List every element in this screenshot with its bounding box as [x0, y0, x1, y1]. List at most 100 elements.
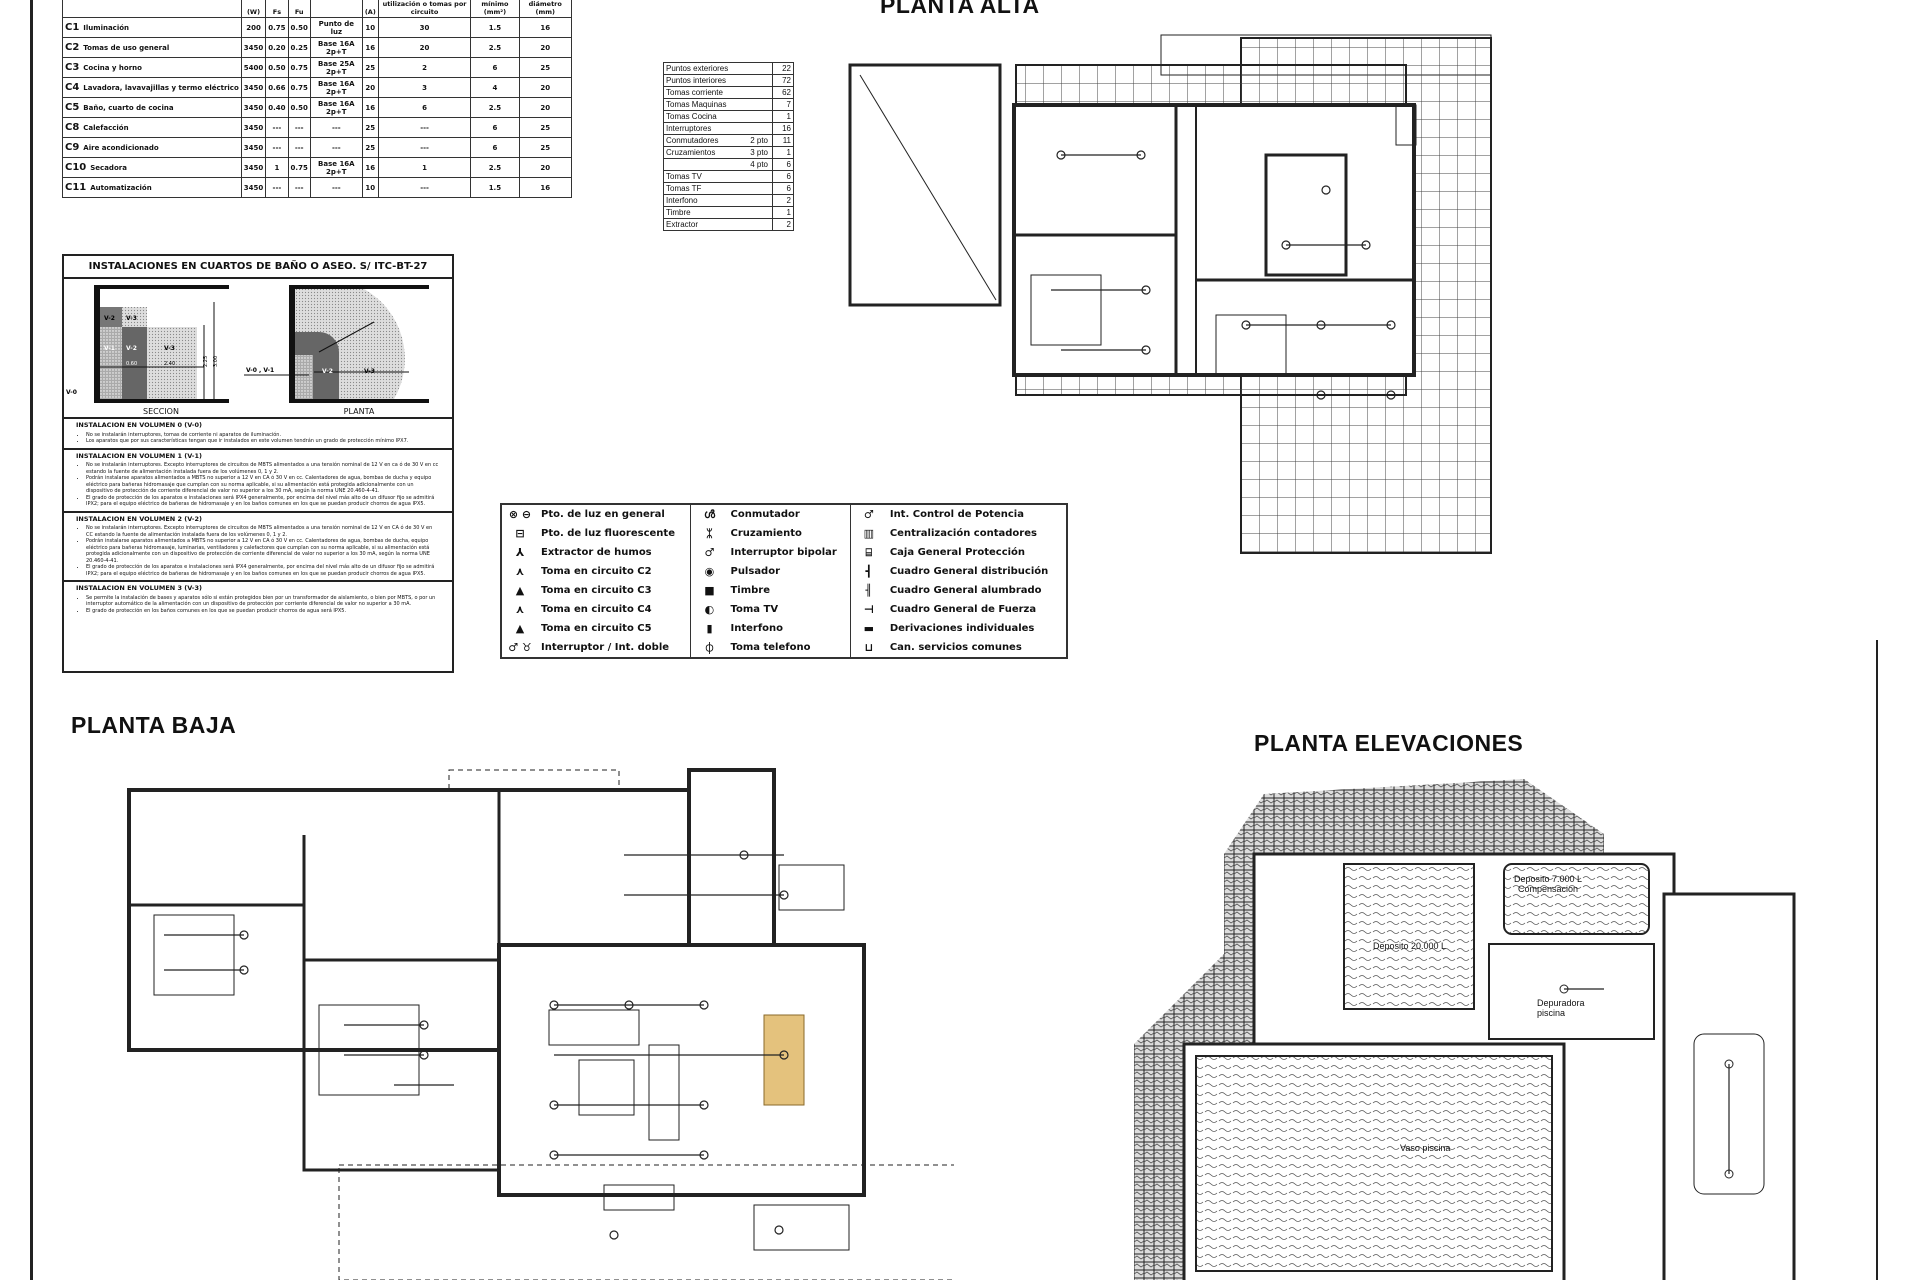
legend-label: Toma en circuito C2 — [538, 562, 692, 581]
dim-label: 3.00 — [213, 356, 219, 367]
cell-fu: --- — [287, 137, 311, 158]
legend-symbol-icon: ♂ — [863, 508, 874, 521]
legend-symbol-icon: ♂ — [704, 546, 715, 559]
cell-fu: 0.75 — [287, 77, 311, 98]
count-label: Tomas TF — [666, 184, 702, 193]
legend-label: Cuadro General de Fuerza — [886, 600, 1068, 619]
volume-rules: Se permite la instalación de bases y apa… — [76, 595, 440, 615]
column-header — [309, 0, 363, 18]
circuit-code: C5 — [65, 102, 80, 113]
cell-dia: 25 — [518, 137, 572, 158]
count-label: Extractor — [666, 220, 699, 229]
legend-symbol-icon: ⊔ — [864, 641, 874, 654]
legend-symbol-icon: ▮ — [706, 622, 713, 635]
circuit-code: C10 — [65, 162, 87, 173]
volume-rule: Los aparatos que por sus características… — [86, 438, 440, 445]
planta-baja-drawing — [127, 768, 954, 1280]
legend-label: Toma en circuito C5 — [538, 619, 692, 638]
count-value: 2 — [772, 194, 794, 207]
count-value: 72 — [772, 74, 794, 87]
count-value: 6 — [772, 170, 794, 183]
column-header: (A) — [361, 0, 379, 18]
zone-label: V-2 — [322, 368, 333, 375]
count-value: 1 — [772, 146, 794, 159]
cell-fu: --- — [287, 177, 311, 198]
count-value: 7 — [772, 98, 794, 111]
count-label: Tomas Cocina — [666, 112, 717, 121]
cell-fs: --- — [265, 137, 289, 158]
count-value: 2 — [772, 218, 794, 231]
cell-sec: 6 — [470, 57, 520, 78]
bathroom-diagrams: V-2 V-3 V-1 V-2 V-3 0.60 2.40 2.25 3.00 … — [64, 279, 452, 417]
cell-max: 6 — [377, 97, 472, 118]
volume-rule: Podrán instalarse aparatos alimentados a… — [86, 538, 440, 564]
legend-symbol-icon: ▲ — [515, 622, 525, 635]
cell-toma: Punto de luz — [309, 17, 363, 38]
count-label-cell: Interruptores — [663, 122, 773, 135]
legend-label: Toma telefono — [727, 638, 851, 658]
legend-label: Timbre — [727, 581, 851, 600]
volume-section: INSTALACION EN VOLUMEN 0 (V-0)No se inst… — [64, 417, 452, 448]
cell-sec: 6 — [470, 117, 520, 138]
circuit-code: C11 — [65, 182, 87, 193]
count-label-cell: Tomas Cocina — [663, 110, 773, 123]
legend-label: Toma en circuito C3 — [538, 581, 692, 600]
circuit-name: Automatización — [90, 184, 152, 192]
volume-rule: No se instalarán interruptores. Excepto … — [86, 462, 440, 475]
legend-label: Int. Control de Potencia — [886, 504, 1068, 524]
cell-w: 3450 — [240, 177, 267, 198]
count-label-cell: Puntos exteriores — [663, 62, 773, 75]
count-value: 1 — [772, 110, 794, 123]
column-header: diámetro (mm) — [518, 0, 572, 18]
legend-symbol-icon: ▥ — [863, 527, 875, 540]
dim-label: 2.40 — [164, 361, 175, 367]
cell-toma: Base 16A 2p+T — [309, 77, 363, 98]
v0-label: V-0 — [66, 389, 77, 396]
cell-dia: 16 — [518, 17, 572, 38]
volume-rule: No se instalarán interruptores. Excepto … — [86, 525, 440, 538]
legend-label: Conmutador — [727, 504, 851, 524]
cell-a: 16 — [361, 97, 379, 118]
circuit-code: C4 — [65, 82, 80, 93]
legend-symbol-icon: ⅄ — [515, 546, 525, 559]
count-label-cell: Timbre — [663, 206, 773, 219]
count-label-cell: Puntos interiores — [663, 74, 773, 87]
cell-fs: 0.20 — [265, 37, 289, 58]
cell-w: 3450 — [240, 137, 267, 158]
circuit-name: Cocina y horno — [83, 64, 142, 72]
legend-symbol-icon: ◉ — [704, 565, 715, 578]
count-label: Puntos interiores — [666, 76, 727, 85]
cell-toma: --- — [309, 177, 363, 198]
count-label-cell: Extractor — [663, 218, 773, 231]
zone-label: V-3 — [364, 368, 375, 375]
planta-label: PLANTA — [344, 407, 375, 416]
volume-section-title: INSTALACION EN VOLUMEN 1 (V-1) — [76, 451, 202, 460]
cell-max: --- — [377, 117, 472, 138]
count-value: 1 — [772, 206, 794, 219]
circuit-name: Lavadora, lavavajillas y termo eléctrico — [83, 84, 239, 92]
cell-max: 3 — [377, 77, 472, 98]
legend-label: Extractor de humos — [538, 543, 692, 562]
count-label-cell: 4 pto — [663, 158, 773, 171]
legend-row: ⋏Toma en circuito C4◐Toma TV⊣Cuadro Gene… — [501, 600, 1068, 619]
cell-toma: Base 16A 2p+T — [309, 157, 363, 178]
cell-dia: 20 — [518, 37, 572, 58]
count-value: 11 — [772, 134, 794, 147]
count-sub: 4 pto — [750, 160, 768, 169]
dim-label: 2.25 — [203, 356, 209, 367]
count-label-cell: Tomas TV — [663, 170, 773, 183]
legend-label: Cuadro General distribución — [886, 562, 1068, 581]
